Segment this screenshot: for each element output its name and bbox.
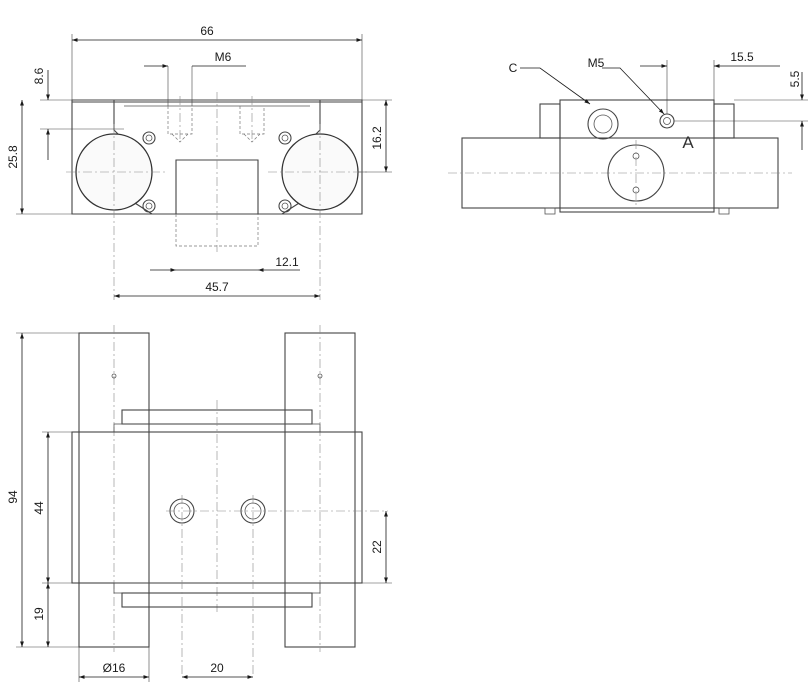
- dim-overall-width: 66: [200, 24, 214, 38]
- port-m5-icon: [659, 113, 675, 129]
- side-view: C M5 15.5 5.5 A: [448, 50, 808, 215]
- screw-icon: [142, 131, 292, 213]
- dim-thread-top: M6: [215, 50, 232, 64]
- label-m5: M5: [588, 56, 605, 70]
- dim-slot-width: 12.1: [275, 255, 299, 269]
- dim-top-step: 8.6: [32, 67, 46, 84]
- side-body: [559, 99, 715, 213]
- dim-diameter: Ø16: [103, 661, 126, 675]
- top-view: 94 44 19 22 Ø16 20: [6, 325, 392, 682]
- dim-end-length: 19: [32, 607, 46, 621]
- dim-total-height: 25.8: [6, 145, 20, 169]
- dim-port-offset: 22: [370, 540, 384, 554]
- port-c-icon: [587, 108, 619, 140]
- dim-body-length: 44: [32, 501, 46, 515]
- dim-roller-spacing: 45.7: [205, 280, 229, 294]
- dim-port-spacing: 20: [210, 661, 224, 675]
- label-c: C: [509, 61, 518, 75]
- dim-offset-y: 5.5: [788, 70, 802, 87]
- dim-offset-x: 15.5: [730, 50, 754, 64]
- port-label-a: A: [682, 133, 694, 152]
- dim-axis-height: 16.2: [370, 126, 384, 150]
- front-view: 66 M6 8.6 25.8 16.2 12.1 45.7: [6, 24, 392, 300]
- dim-length-total: 94: [6, 490, 20, 504]
